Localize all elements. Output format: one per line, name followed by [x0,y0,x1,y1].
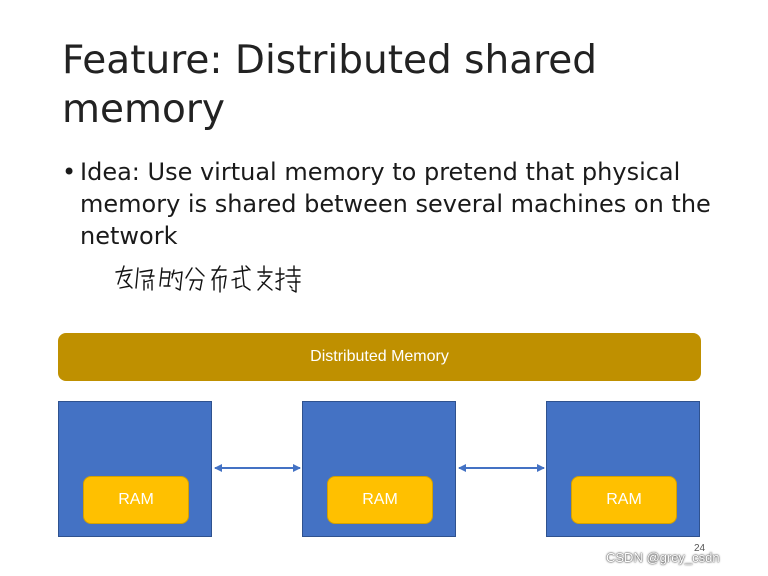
handwritten-note [115,265,301,293]
machine-box-1: RAM [58,401,212,537]
machine-box-3: RAM [546,401,700,537]
bullet-list: • Idea: Use virtual memory to pretend th… [62,156,722,252]
ram-box-2: RAM [327,476,433,524]
machine-box-2: RAM [302,401,456,537]
ram-label: RAM [606,491,642,508]
distributed-memory-bar: Distributed Memory [58,333,701,381]
page-number: 24 [694,543,706,554]
bullet-item: • Idea: Use virtual memory to pretend th… [62,156,722,252]
bullet-text: Idea: Use virtual memory to pretend that… [80,158,711,250]
bullet-dot-icon: • [62,158,77,186]
distributed-memory-label: Distributed Memory [310,348,449,365]
ram-box-3: RAM [571,476,677,524]
watermark: CSDN @grey_csdn [606,550,720,565]
ram-label: RAM [362,491,398,508]
ram-label: RAM [118,491,154,508]
slide-title: Feature: Distributed shared memory [62,38,598,132]
ram-box-1: RAM [83,476,189,524]
